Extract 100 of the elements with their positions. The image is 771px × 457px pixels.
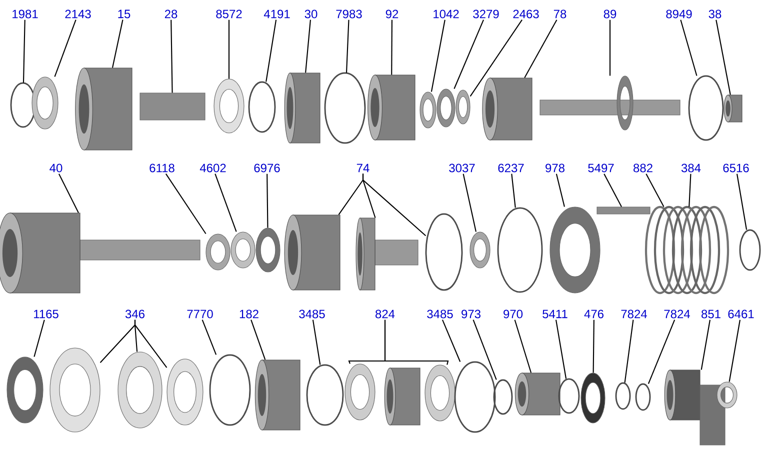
leader-line [170, 20, 173, 93]
snap-ring-drawing [497, 207, 543, 293]
callout-number: 74 [356, 164, 370, 172]
leader-line [112, 20, 124, 68]
leader-line [470, 20, 522, 97]
callout-number: 89 [604, 10, 616, 18]
leader-line [134, 320, 168, 368]
callout-number: 15 [118, 10, 130, 18]
washer-drawing [50, 348, 100, 432]
snap-ring-drawing [248, 81, 276, 133]
callout-number: 4191 [264, 10, 290, 18]
drum-drawing [254, 360, 300, 430]
snap-ring-drawing [306, 364, 344, 426]
ring-gear-drawing [284, 214, 340, 290]
snap-ring-drawing [739, 229, 761, 271]
leader-line [430, 20, 446, 92]
callout-number: 8572 [216, 10, 242, 18]
callout-number: 8949 [666, 10, 692, 18]
callout-number: 5411 [542, 310, 568, 318]
callout-number: 1981 [12, 10, 38, 18]
planet-carrier-drawing [368, 74, 416, 140]
washer-drawing [420, 92, 436, 128]
washer-drawing [230, 232, 256, 268]
callout-number: 970 [504, 310, 523, 318]
callout-number: 2463 [513, 10, 539, 18]
callout-number: 3485 [299, 310, 325, 318]
callout-number: 3279 [473, 10, 499, 18]
leader-line [384, 320, 449, 365]
callout-number: 384 [681, 164, 701, 172]
leader-line [34, 320, 45, 357]
washer-drawing [166, 358, 204, 426]
shaft-drawing [140, 92, 206, 120]
snap-ring-drawing [688, 75, 724, 141]
leader-line [266, 20, 277, 82]
spring-drawing [596, 206, 650, 214]
leader-line [680, 20, 698, 76]
callout-number: 1042 [434, 10, 459, 18]
snap-ring-drawing [324, 72, 366, 144]
snap-ring-drawing [635, 383, 651, 411]
hub-drawing [356, 218, 418, 290]
leader-line [609, 20, 611, 76]
callout-number: 978 [546, 164, 564, 172]
leader-line [305, 20, 311, 73]
leader-line [736, 174, 748, 230]
leader-line [646, 174, 664, 207]
leader-line [556, 174, 565, 207]
callout-number: 7770 [187, 310, 213, 318]
callout-number: 182 [240, 310, 258, 318]
leader-line [454, 20, 484, 89]
leader-line [524, 20, 558, 78]
clutch-plate-drawing [550, 206, 600, 294]
bearing-drawing [436, 88, 456, 128]
drum-drawing [75, 68, 132, 150]
callout-number: 78 [554, 10, 566, 18]
leader-line [592, 320, 594, 373]
gear-drawing [724, 94, 742, 122]
callout-number: 882 [634, 164, 652, 172]
callout-number: 1165 [34, 310, 58, 318]
leader-line [214, 174, 237, 232]
leader-line [442, 320, 461, 362]
callout-number: 7824 [664, 310, 690, 318]
washer-drawing [214, 78, 244, 134]
clutch-pack-drawing [644, 206, 730, 294]
washer-drawing [456, 90, 470, 124]
callout-number: 476 [584, 310, 604, 318]
callout-number: 3037 [449, 164, 475, 172]
washer-drawing [424, 364, 456, 422]
leader-line [250, 320, 266, 360]
leader-line [266, 174, 268, 228]
leader-line [728, 320, 741, 382]
callout-number: 7824 [621, 310, 647, 318]
callout-number: 346 [125, 310, 144, 318]
shaft-drawing [540, 76, 680, 130]
callout-number: 30 [304, 10, 318, 18]
leader-line [346, 20, 350, 73]
snap-ring-drawing [615, 382, 631, 410]
leader-line [462, 174, 477, 232]
callout-number: 2143 [65, 10, 91, 18]
callout-number: 6118 [150, 164, 174, 172]
leader-line [555, 320, 567, 379]
bearing-drawing [6, 356, 44, 424]
gear-drawing [580, 372, 606, 424]
leader-line [165, 174, 206, 234]
leader-line [312, 320, 321, 365]
leader-line [228, 20, 230, 79]
drum-shaft-drawing [0, 212, 200, 294]
leader-line [22, 20, 26, 83]
leader-line [472, 320, 497, 380]
leader-line [511, 174, 516, 208]
snap-ring-drawing [493, 379, 513, 415]
leader-line [58, 174, 79, 213]
ring-gear-drawing [284, 72, 320, 144]
callout-number: 28 [164, 10, 178, 18]
snap-ring-drawing [425, 213, 463, 291]
callout-number: 40 [50, 164, 62, 172]
washer-drawing [470, 232, 490, 268]
callout-number: 38 [708, 10, 722, 18]
callout-number: 7983 [336, 10, 362, 18]
callout-number: 851 [702, 310, 720, 318]
leader-line [391, 20, 392, 75]
